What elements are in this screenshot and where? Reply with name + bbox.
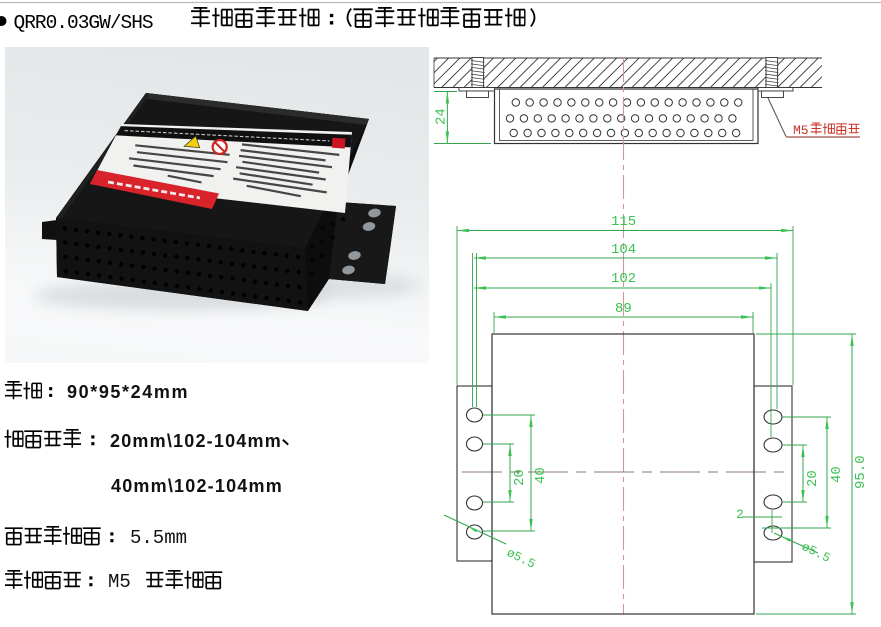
svg-text:20: 20: [512, 469, 528, 486]
svg-text:5.5mm: 5.5mm: [130, 527, 187, 549]
svg-text:90*95*24mm: 90*95*24mm: [67, 382, 189, 402]
svg-text:20: 20: [805, 470, 821, 487]
svg-text:2: 2: [736, 507, 744, 522]
svg-text:ø5.5: ø5.5: [799, 540, 832, 566]
svg-text:ø5.5: ø5.5: [504, 546, 537, 572]
svg-text:20mm\102-104mm: 20mm\102-104mm: [110, 431, 282, 451]
svg-text:24: 24: [434, 108, 450, 125]
svg-text:95.0: 95.0: [853, 455, 869, 489]
svg-text:104: 104: [611, 242, 636, 258]
svg-text:QRR0.03GW/SHS: QRR0.03GW/SHS: [14, 12, 153, 34]
svg-text:40: 40: [533, 467, 549, 484]
svg-text:M5: M5: [793, 123, 809, 138]
svg-text:89: 89: [615, 301, 632, 317]
svg-text:115: 115: [611, 214, 636, 230]
svg-text:102: 102: [611, 271, 636, 287]
svg-text:M5: M5: [108, 571, 131, 593]
svg-text:40: 40: [829, 466, 845, 483]
svg-text:40mm\102-104mm: 40mm\102-104mm: [111, 476, 283, 496]
